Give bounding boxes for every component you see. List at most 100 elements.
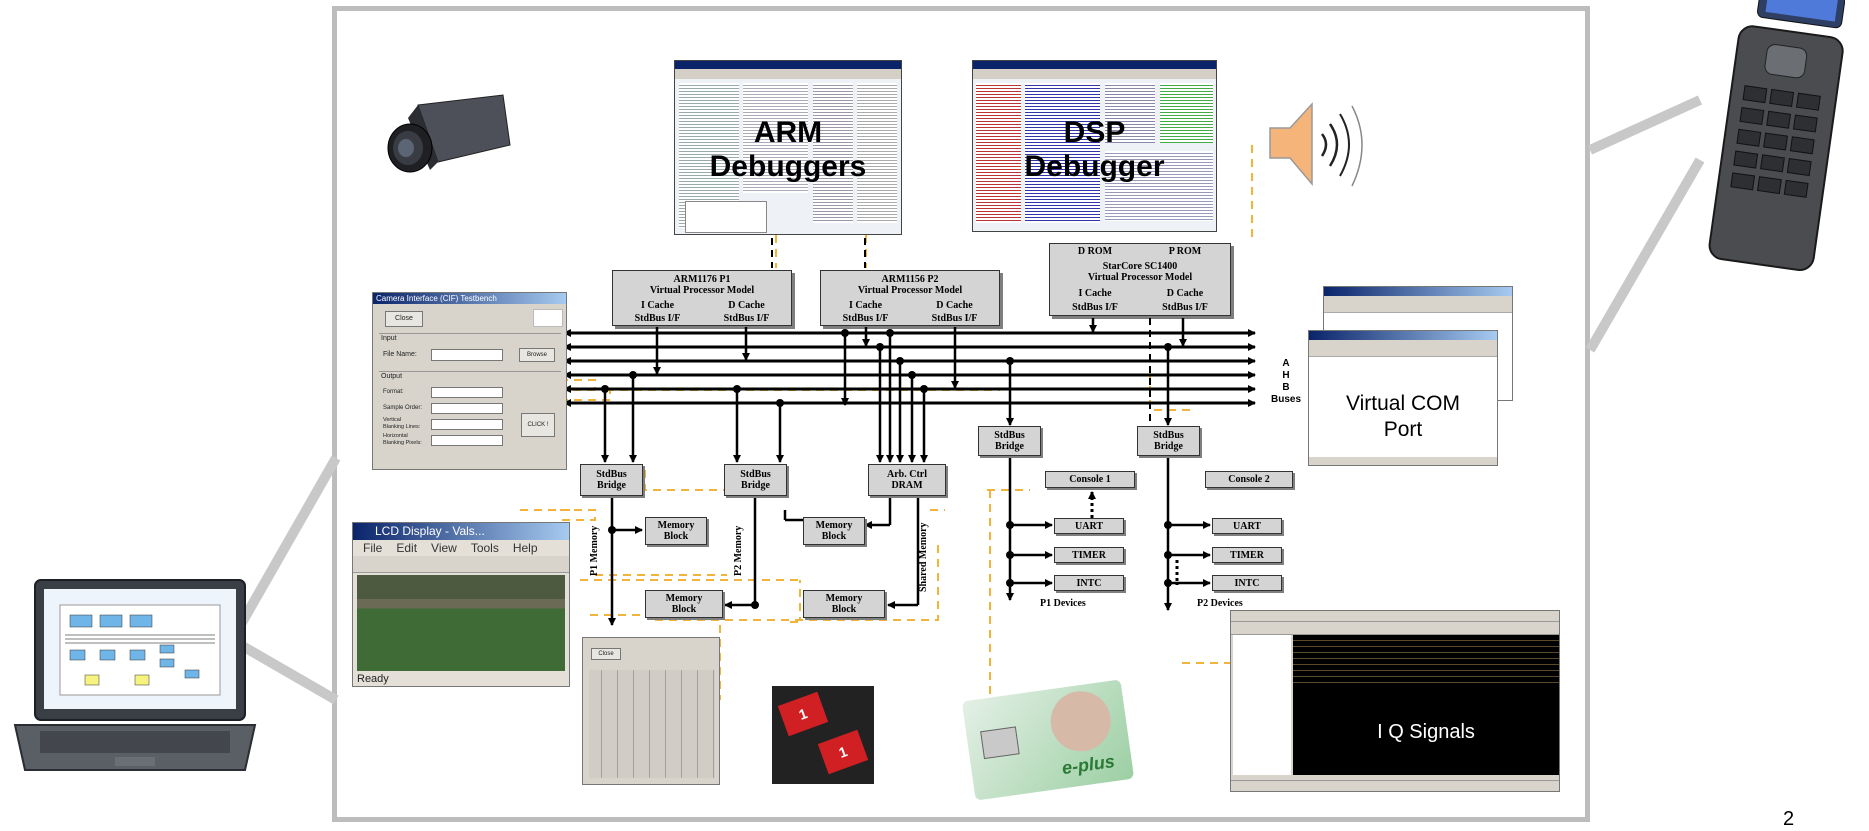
dsp-debugger-title-1: DSP <box>1063 116 1126 149</box>
p1-timer: TIMER <box>1054 547 1124 563</box>
dsp-title-line2: Virtual Processor Model <box>1087 272 1193 283</box>
arm-debugger-title-2: Debuggers <box>709 150 867 183</box>
lcd-menu-edit[interactable]: Edit <box>396 541 418 555</box>
camera-format-select[interactable] <box>431 387 503 398</box>
mem2-line1: Memory <box>665 593 703 604</box>
camera-vblank-label: Vertical Blanking Lines: <box>383 417 420 431</box>
lcd-menu-tools[interactable]: Tools <box>470 541 499 555</box>
com-port-label: Virtual COM Port <box>1309 391 1497 443</box>
p2-timer: TIMER <box>1212 547 1282 563</box>
lcd-menu-help[interactable]: Help <box>512 541 538 555</box>
p2-title-line2: Virtual Processor Model <box>857 285 963 296</box>
camera-sample-order-select[interactable] <box>431 403 503 414</box>
mem1-line1: Memory <box>657 520 695 531</box>
stdbus-bridge-4: StdBus Bridge <box>1137 426 1200 456</box>
lcd-menu-file[interactable]: File <box>363 541 383 555</box>
mem2-line2: Block <box>671 604 697 615</box>
keypad-grid[interactable] <box>589 670 715 778</box>
debugger-links <box>771 238 1151 430</box>
speaker-icon <box>1268 96 1373 196</box>
bridge2-line2: Bridge <box>741 480 770 491</box>
bridge3-line1: StdBus <box>994 430 1025 441</box>
sd-card-1: 1 <box>777 691 829 737</box>
camera-vblank-line2: Blanking Lines: <box>383 424 421 430</box>
dsp-debugger-screenshot: DSP Debugger <box>972 60 1217 232</box>
p1-intc: INTC <box>1054 575 1124 591</box>
laptop-connector-top <box>227 455 341 643</box>
camera-hblank-line1: Horizontal <box>383 433 408 439</box>
sim-chip <box>980 726 1020 760</box>
iq-signal-names <box>1233 635 1291 775</box>
keypad-close-button[interactable]: Close <box>591 648 621 660</box>
console-1: Console 1 <box>1045 471 1135 488</box>
p2-memory-label: P2 Memory <box>733 525 744 576</box>
iq-signals-label: I Q Signals <box>1377 721 1475 743</box>
sim-brand: e-plus <box>1060 751 1116 779</box>
com-port-label-line1: Virtual COM <box>1346 392 1460 415</box>
p2-devices-label: P2 Devices <box>1197 598 1243 609</box>
p1-title-line2: Virtual Processor Model <box>649 285 755 296</box>
memory-block-4: Memory Block <box>803 590 885 618</box>
memory-block-2: Memory Block <box>645 590 723 618</box>
stdbus-bridge-3: StdBus Bridge <box>978 426 1041 456</box>
sd-card-2: 1 <box>817 729 869 775</box>
bus-taps <box>601 333 1172 463</box>
ahb-label-b: B <box>1282 382 1290 393</box>
lcd-video-frame <box>357 575 565 671</box>
p1-memory-label: P1 Memory <box>589 525 600 576</box>
iq-wave-area <box>1293 685 1559 775</box>
mem1-line2: Block <box>663 531 689 542</box>
ahb-label: A H B Buses <box>1266 358 1306 406</box>
arm-debugger-title-1: ARM <box>753 116 823 149</box>
p1-devices-label: P1 Devices <box>1040 598 1086 609</box>
arb-line2: DRAM <box>891 480 923 491</box>
bridge2-line1: StdBus <box>740 469 771 480</box>
lcd-menu-view[interactable]: View <box>431 541 457 555</box>
console-2: Console 2 <box>1205 471 1293 488</box>
camera-vblank-line1: Vertical <box>383 417 402 423</box>
camera-image <box>378 90 513 180</box>
mem3-line2: Block <box>821 531 847 542</box>
camera-window-title: Camera Interface (CIF) Testbench <box>373 293 566 304</box>
p1-title-line1: ARM1176 P1 <box>673 274 731 285</box>
camera-browse-button[interactable]: Browse <box>519 348 555 362</box>
camera-interface-window: Camera Interface (CIF) Testbench Close I… <box>372 292 567 470</box>
camera-hblank-select[interactable] <box>431 435 503 446</box>
phone-connector-top <box>1587 95 1703 155</box>
stdbus-bridge-1: StdBus Bridge <box>580 464 643 496</box>
bus-junctions <box>601 329 1172 407</box>
arm-debugger-screenshot: ARM Debuggers <box>674 60 902 235</box>
laptop-image <box>10 575 260 775</box>
camera-clock-button[interactable]: CLICK ! <box>521 413 555 437</box>
ahb-buses <box>563 329 1256 407</box>
bridge3-line2: Bridge <box>995 441 1024 452</box>
mem4-line2: Block <box>831 604 857 615</box>
ahb-label-a: A <box>1282 358 1290 369</box>
p2-uart: UART <box>1212 518 1282 534</box>
camera-file-name-label: File Name: <box>383 351 417 358</box>
shared-memory-label: Shared Memory <box>918 522 929 592</box>
p2-intc: INTC <box>1212 575 1282 591</box>
camera-format-label: Format: <box>383 389 404 395</box>
bridge1-line1: StdBus <box>596 469 627 480</box>
camera-vblank-select[interactable] <box>431 419 503 430</box>
camera-sample-order-label: Sample Order: <box>383 405 423 411</box>
camera-file-name-input[interactable] <box>431 349 503 361</box>
stdbus-bridge-2: StdBus Bridge <box>724 464 787 496</box>
lcd-menu-bar: File Edit View Tools Help <box>353 540 569 556</box>
camera-hblank-line2: Blanking Pixels: <box>383 440 422 446</box>
camera-output-label: Output <box>381 373 403 380</box>
p1-uart: UART <box>1054 518 1124 534</box>
dsp-title-line1: StarCore SC1400 <box>1102 261 1178 272</box>
camera-logo-icon <box>533 309 563 327</box>
sim-face <box>1046 687 1115 756</box>
sd-card-image: 1 1 <box>772 686 874 784</box>
processor-dsp: D ROM P ROM StarCore SC1400 Virtual Proc… <box>1049 243 1231 316</box>
phone-image <box>1700 0 1847 275</box>
camera-hblank-label: Horizontal Blanking Pixels: <box>383 433 422 447</box>
p1-stdbus-if-2: StdBus I/F <box>702 312 791 325</box>
iq-signals-window: I Q Signals <box>1230 610 1560 792</box>
lcd-window-title: LCD Display - Vals... <box>353 523 569 540</box>
camera-close-button[interactable]: Close <box>385 311 423 327</box>
